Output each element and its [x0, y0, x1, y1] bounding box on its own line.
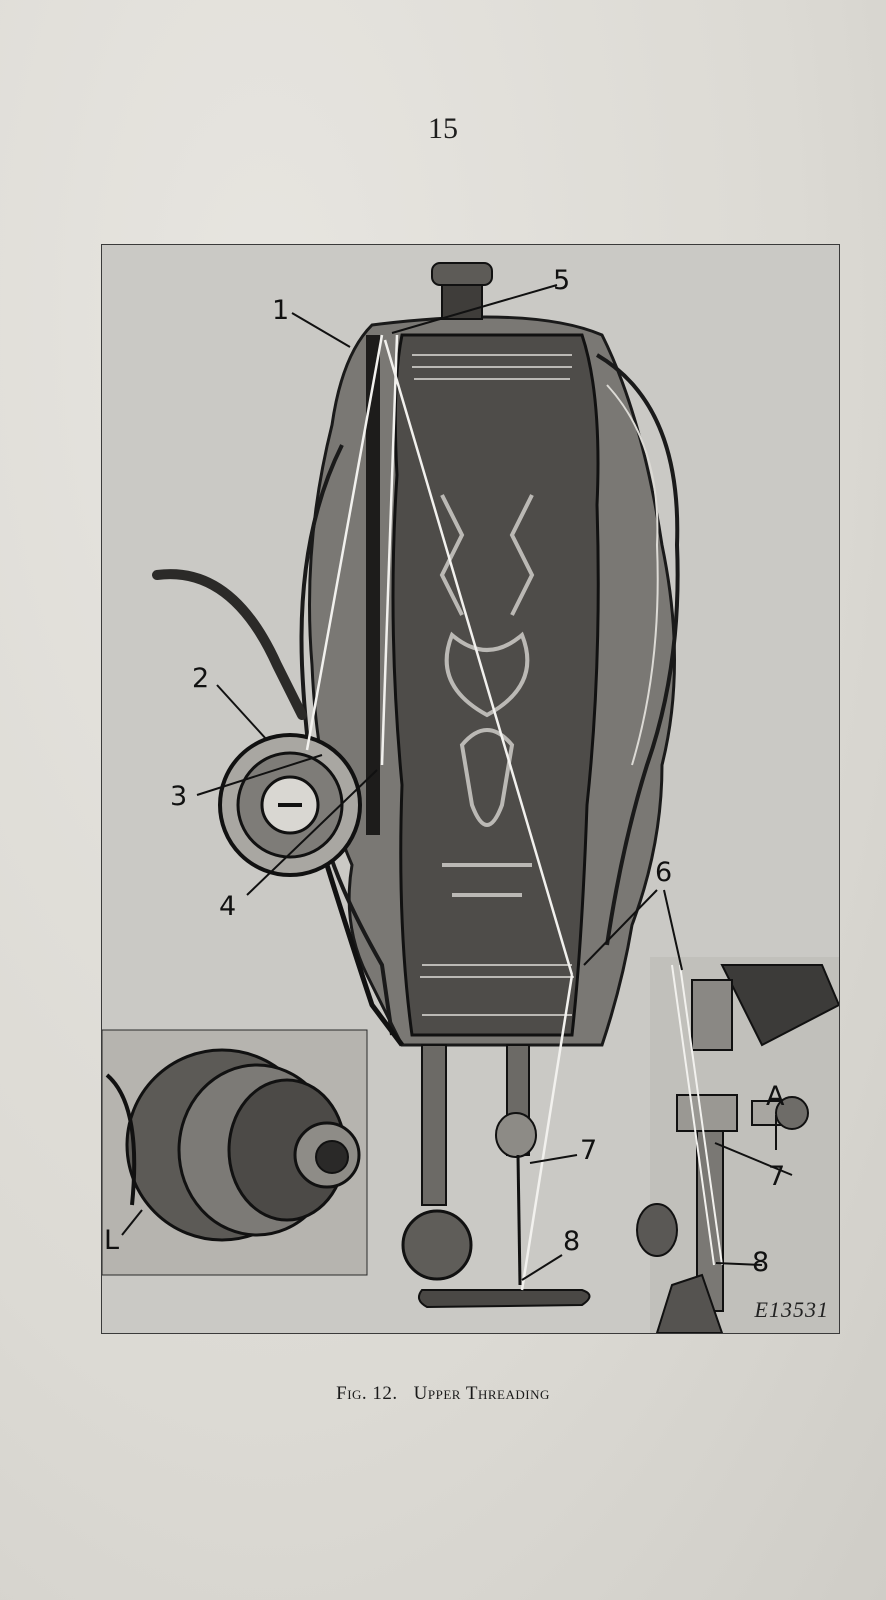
presser-foot	[417, 1289, 591, 1309]
callout-3: 3	[170, 781, 188, 812]
figure-caption: Fig. 12. Upper Threading	[0, 1383, 886, 1405]
callout-6: 6	[655, 857, 673, 888]
figure-caption-number: Fig. 12.	[336, 1383, 398, 1404]
page-number: 15	[428, 112, 458, 145]
callout-1: 1	[272, 295, 290, 326]
inset-tension-closeup	[102, 1029, 368, 1276]
sewing-machine-engraving	[102, 245, 839, 1333]
figure-illustration: 1 5 2 3 4 6 7 8 A 7 8 L E13531	[101, 244, 840, 1334]
figure-reference-code: E13531	[754, 1297, 829, 1322]
inset-needle-detail	[636, 957, 839, 1333]
callout-7-inset: 7	[768, 1161, 786, 1192]
callout-7-main: 7	[580, 1135, 598, 1166]
callout-5: 5	[553, 265, 571, 296]
callout-A: A	[766, 1081, 785, 1112]
callout-8-inset: 8	[752, 1247, 770, 1278]
callout-2: 2	[192, 663, 210, 694]
callout-8-main: 8	[563, 1226, 581, 1257]
face-plate	[391, 333, 600, 1037]
callout-4: 4	[219, 891, 237, 922]
figure-caption-title: Upper Threading	[413, 1383, 550, 1404]
callout-L: L	[104, 1225, 120, 1256]
top-knob	[431, 262, 493, 286]
